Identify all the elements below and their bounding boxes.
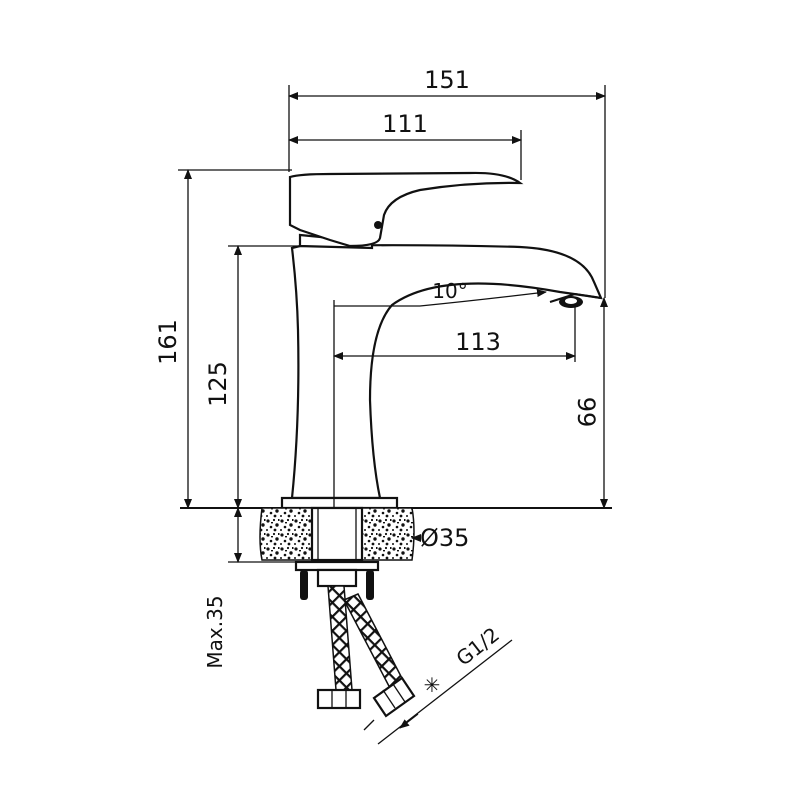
dim-thread: G1/2: [452, 622, 504, 670]
dimension-lines: [184, 92, 608, 745]
dim-spout-angle: 10°: [432, 279, 467, 303]
dim-hole-diameter: Ø35: [420, 524, 469, 552]
dim-total-height: 161: [154, 319, 182, 365]
dim-total-length: 151: [424, 66, 470, 94]
faucet-body: [280, 171, 603, 510]
dim-spout-reach: 113: [455, 328, 501, 356]
supply-hoses: [316, 585, 416, 718]
dim-max-deck-thickness: Max.35: [203, 595, 227, 668]
thread-mark-icon: ✳: [424, 673, 441, 697]
deck-section: [180, 506, 612, 600]
dim-spout-height: 125: [204, 361, 232, 407]
dim-handle-length: 111: [382, 110, 428, 138]
dim-outlet-height: 99: [572, 397, 600, 428]
